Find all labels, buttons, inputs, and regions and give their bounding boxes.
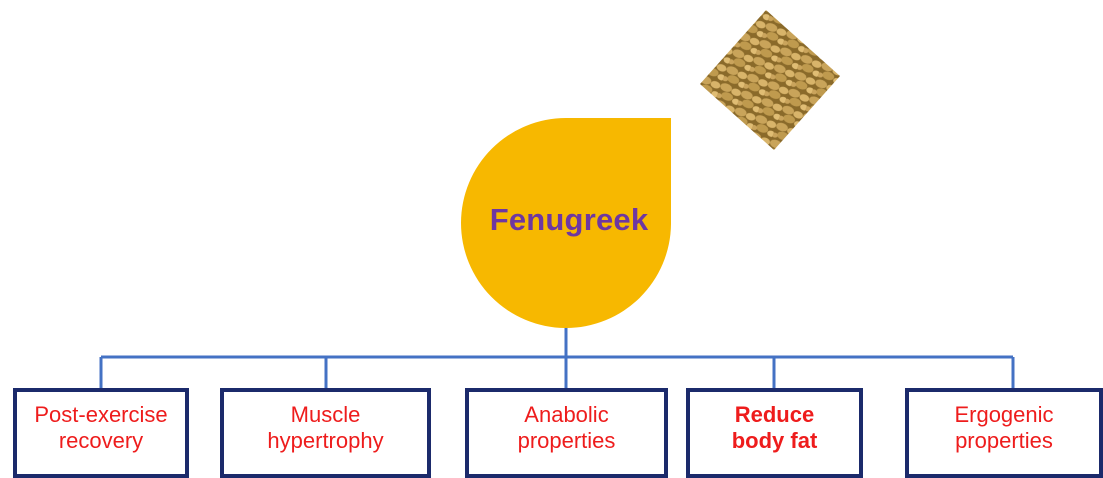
box-label: Anabolicproperties	[518, 402, 616, 454]
center-title: Fenugreek	[458, 195, 680, 245]
box-post-exercise-recovery: Post-exerciserecovery	[13, 388, 189, 478]
box-label: Ergogenicproperties	[954, 402, 1053, 454]
box-label: Post-exerciserecovery	[34, 402, 167, 454]
box-muscle-hypertrophy: Musclehypertrophy	[220, 388, 431, 478]
box-label: Musclehypertrophy	[267, 402, 383, 454]
box-label: Reducebody fat	[732, 402, 818, 454]
box-anabolic-properties: Anabolicproperties	[465, 388, 668, 478]
fenugreek-seeds-image	[658, 0, 858, 200]
box-reduce-body-fat: Reducebody fat	[686, 388, 863, 478]
box-ergogenic-properties: Ergogenicproperties	[905, 388, 1103, 478]
fenugreek-diagram: Fenugreek Post-exerciserecovery Musclehy…	[0, 0, 1103, 463]
